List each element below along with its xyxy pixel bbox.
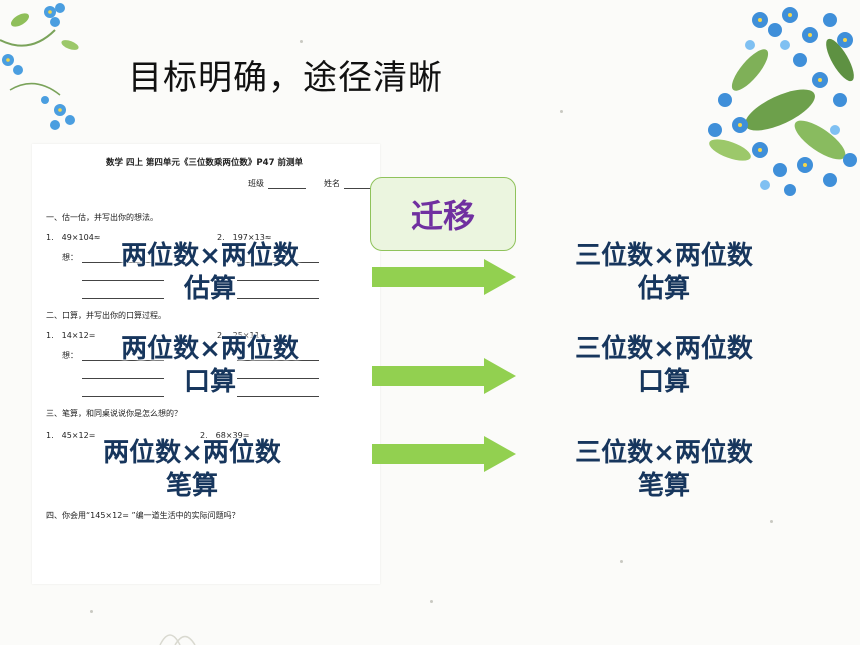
name-blank — [344, 188, 378, 189]
s2-question-1: 1. 14×12= — [46, 331, 96, 340]
background-speck — [430, 600, 433, 603]
left-label-line1: 两位数×两位数 — [121, 334, 299, 364]
right-label-written: 三位数×两位数 笔算 — [552, 437, 776, 503]
right-label-line2: 估算 — [637, 274, 690, 304]
s3-question-1: 1. 45×12= — [46, 431, 96, 440]
section-1-title: 一、估一估，并写出你的想法。 — [46, 213, 158, 222]
class-label: 班级 — [248, 179, 264, 188]
answer-line — [237, 396, 319, 397]
answer-line — [237, 298, 319, 299]
answer-line — [237, 280, 319, 281]
floral-decoration-bottom — [159, 634, 196, 645]
right-label-estimate: 三位数×两位数 估算 — [552, 240, 776, 306]
left-label-written: 两位数×两位数 笔算 — [82, 437, 302, 503]
left-label-line1: 两位数×两位数 — [121, 241, 299, 271]
s2-think-label: 想： — [62, 351, 78, 360]
name-label: 姓名 — [324, 179, 340, 188]
page-title: 目标明确，途径清晰 — [128, 58, 443, 98]
right-label-line1: 三位数×两位数 — [575, 438, 753, 468]
s2-question-2: 2. 25×11= — [217, 331, 267, 340]
floral-decoration-top-left — [0, 3, 79, 130]
answer-line — [82, 298, 164, 299]
right-label-line1: 三位数×两位数 — [575, 334, 753, 364]
answer-line — [82, 280, 164, 281]
s1-question-2: 2. 197×13≈ — [217, 233, 272, 242]
section-3-title: 三、笔算，和同桌说说你是怎么想的？ — [46, 409, 182, 418]
right-arrow-icon — [372, 436, 516, 472]
background-speck — [770, 520, 773, 523]
left-label-line2: 笔算 — [165, 471, 218, 501]
answer-line — [82, 360, 164, 361]
right-label-line2: 笔算 — [637, 471, 690, 501]
answer-line — [237, 360, 319, 361]
left-label-mental: 两位数×两位数 口算 — [100, 333, 320, 399]
worksheet: 数学 四上 第四单元《三位数乘两位数》P47 前测单 班级 姓名 一、估一估，并… — [32, 144, 380, 584]
class-blank — [268, 188, 306, 189]
right-label-line2: 口算 — [637, 367, 690, 397]
left-label-estimate: 两位数×两位数 估算 — [100, 240, 320, 306]
worksheet-header: 数学 四上 第四单元《三位数乘两位数》P47 前测单 — [106, 158, 303, 168]
answer-line — [82, 378, 164, 379]
s1-question-1: 1. 49×104≈ — [46, 233, 101, 242]
answer-line — [237, 378, 319, 379]
s3-question-2: 2. 68×39= — [200, 431, 250, 440]
floral-decoration-top-right — [708, 7, 857, 196]
section-2-title: 二、口算，并写出你的口算过程。 — [46, 311, 166, 320]
right-arrow-icon — [372, 259, 516, 295]
left-label-line2: 口算 — [183, 367, 236, 397]
left-label-line1: 两位数×两位数 — [103, 438, 281, 468]
answer-line — [82, 396, 164, 397]
background-speck — [620, 560, 623, 563]
right-label-line1: 三位数×两位数 — [575, 241, 753, 271]
right-label-mental: 三位数×两位数 口算 — [552, 333, 776, 399]
answer-line — [82, 262, 164, 263]
left-label-line2: 估算 — [183, 274, 236, 304]
section-4-title: 四、你会用“145×12= ”编一道生活中的实际问题吗？ — [46, 511, 240, 520]
s1-think-label: 想： — [62, 253, 78, 262]
background-speck — [90, 610, 93, 613]
background-speck — [300, 40, 303, 43]
background-speck — [560, 110, 563, 113]
transfer-box: 迁移 — [370, 177, 516, 251]
answer-line — [237, 262, 319, 263]
right-arrow-icon — [372, 358, 516, 394]
